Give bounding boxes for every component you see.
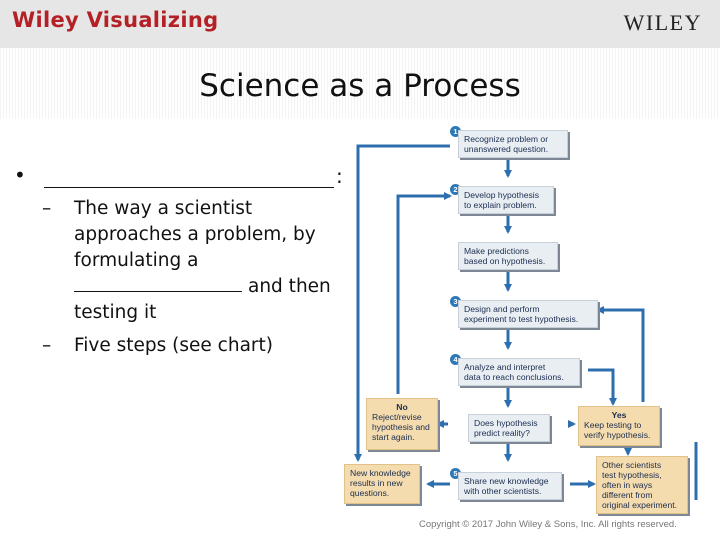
step-text: unanswered question.: [464, 144, 549, 154]
step-number-1: 1: [450, 126, 461, 137]
yes-label: Yes: [611, 410, 627, 420]
step-text: Other scientists: [602, 460, 662, 470]
step-number-3: 3: [450, 296, 461, 307]
step-text: Recognize problem or: [464, 134, 549, 144]
flowchart-arrows: [354, 144, 698, 500]
fill-in-blank-short: [74, 275, 242, 292]
step-number-4: 4: [450, 354, 461, 365]
other-scientists-box: Other scientists test hypothesis, often …: [596, 456, 688, 514]
step-number-2: 2: [450, 184, 461, 195]
sub-item-line: formulating a: [74, 250, 199, 271]
fill-in-blank-line: [44, 187, 334, 188]
slide-title: Science as a Process: [199, 68, 521, 104]
wiley-visualizing-logo: Wiley Visualizing: [12, 8, 219, 32]
step-text: original experiment.: [602, 500, 677, 510]
no-reject-revise-box: No Reject/revise hypothesis and start ag…: [366, 398, 438, 450]
step-analyze-data: Analyze and interpret data to reach conc…: [458, 358, 580, 386]
step-text: with other scientists.: [464, 486, 542, 496]
new-knowledge-box: New knowledge results in new questions.: [344, 464, 420, 504]
step-text: different from: [602, 490, 653, 500]
step-text: Reject/revise: [372, 412, 422, 422]
step-text: to explain problem.: [464, 200, 537, 210]
step-text: Develop hypothesis: [464, 190, 540, 200]
bullet-colon: :: [336, 164, 343, 188]
step-number-5: 5: [450, 468, 461, 479]
header-bar: Wiley Visualizing WILEY: [0, 0, 720, 48]
no-label: No: [396, 402, 408, 412]
wiley-logo: WILEY: [623, 10, 702, 35]
step-text: Design and perform: [464, 304, 540, 314]
step-make-predictions: Make predictions based on hypothesis.: [458, 242, 558, 270]
step-text: New knowledge: [350, 468, 411, 478]
step-text: Does hypothesis: [474, 418, 538, 428]
sub-item-line-with-blank: and then: [74, 274, 331, 300]
decision-does-hypothesis-predict: Does hypothesis predict reality?: [468, 414, 550, 442]
step-text: verify hypothesis.: [584, 430, 651, 440]
scientific-method-flowchart: 1 Recognize problem or unanswered questi…: [338, 124, 718, 518]
step-share-knowledge: Share new knowledge with other scientist…: [458, 472, 562, 500]
step-text: test hypothesis,: [602, 470, 662, 480]
sub-item-line: The way a scientist: [74, 198, 253, 219]
step-text: based on hypothesis.: [464, 256, 546, 266]
step-text: start again.: [372, 432, 415, 442]
yes-keep-testing-box: Yes Keep testing to verify hypothesis.: [578, 406, 660, 446]
sub-item-line: testing it: [74, 302, 157, 323]
step-text: Make predictions: [464, 246, 529, 256]
sub-item-five-steps: Five steps (see chart): [74, 335, 273, 356]
step-recognize-problem: Recognize problem or unanswered question…: [458, 130, 568, 158]
step-develop-hypothesis: Develop hypothesis to explain problem.: [458, 186, 554, 214]
sub-item-line: approaches a problem, by: [74, 224, 316, 245]
step-text: Analyze and interpret: [464, 362, 546, 372]
title-background-stripes: [0, 48, 720, 118]
step-text: hypothesis and: [372, 422, 430, 432]
step-text: results in new: [350, 478, 403, 488]
step-text: data to reach conclusions.: [464, 372, 564, 382]
copyright-notice: Copyright © 2017 John Wiley & Sons, Inc.…: [419, 519, 677, 530]
sub-item-dash-2: –: [42, 335, 52, 356]
bullet-marker: •: [14, 163, 26, 187]
step-text: questions.: [350, 488, 390, 498]
step-design-experiment: Design and perform experiment to test hy…: [458, 300, 598, 328]
step-text: Keep testing to: [584, 420, 642, 430]
step-text: often in ways: [602, 480, 653, 490]
step-text: predict reality?: [474, 428, 530, 438]
sub-item-after-blank: and then: [248, 276, 331, 297]
step-text: Share new knowledge: [464, 476, 549, 486]
step-text: experiment to test hypothesis.: [464, 314, 579, 324]
sub-item-dash-1: –: [42, 198, 52, 219]
